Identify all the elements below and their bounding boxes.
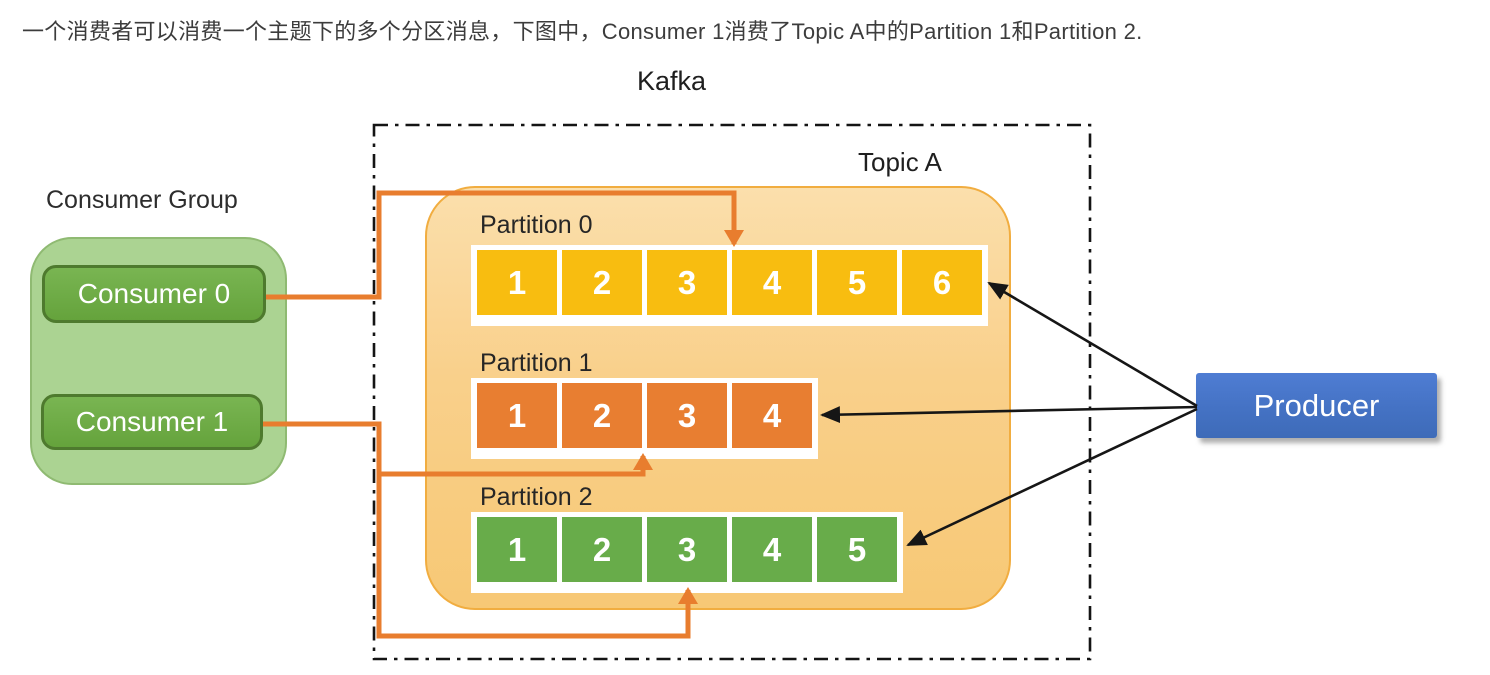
partition-1-label: Partition 1 [480,349,593,377]
partition-1-cell: 2 [562,383,642,448]
caption-text: 一个消费者可以消费一个主题下的多个分区消息，下图中，Consumer 1消费了T… [22,19,1143,44]
partition-1-row: 1 2 3 4 [471,378,818,459]
topic-a-label: Topic A [858,147,942,177]
partition-2-cell: 5 [817,517,897,582]
kafka-label: Kafka [637,66,707,96]
consumer-1-box: Consumer 1 [41,394,263,450]
partition-0-cell: 4 [732,250,812,315]
partition-2-cell: 3 [647,517,727,582]
partition-2-label: Partition 2 [480,483,593,511]
partition-1-cell: 4 [732,383,812,448]
partition-0-label: Partition 0 [480,211,593,239]
partition-0-cell: 6 [902,250,982,315]
producer-to-partition0-arrow [987,281,1198,408]
partition-2-cell: 4 [732,517,812,582]
partition-0-cell: 3 [647,250,727,315]
partition-1-cell: 1 [477,383,557,448]
producer-box: Producer [1196,373,1437,438]
consumer-group-label: Consumer Group [46,186,238,214]
partition-2-cell: 1 [477,517,557,582]
partition-0-cell: 5 [817,250,897,315]
partition-1-cell: 3 [647,383,727,448]
partition-0-cell: 2 [562,250,642,315]
partition-2-row: 1 2 3 4 5 [471,512,903,593]
partition-0-row: 1 2 3 4 5 6 [471,245,988,326]
partition-2-cell: 2 [562,517,642,582]
consumer-0-box: Consumer 0 [42,265,266,323]
partition-0-cell: 1 [477,250,557,315]
